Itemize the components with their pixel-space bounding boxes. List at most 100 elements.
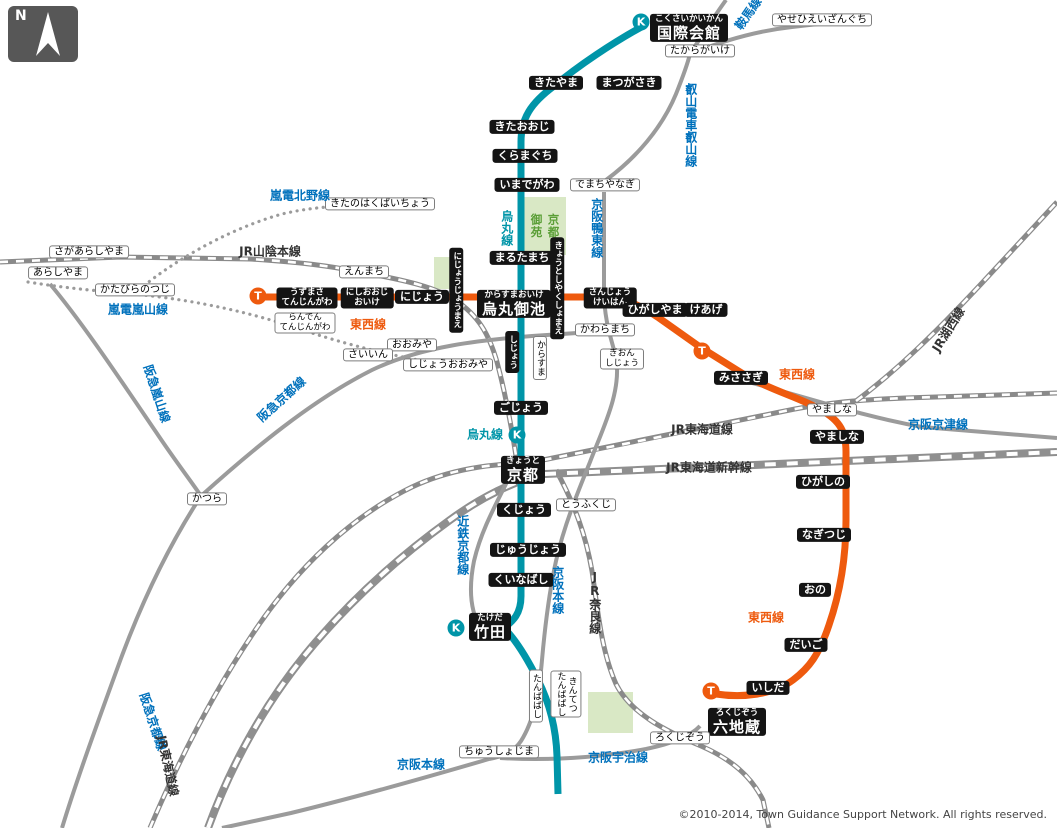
copyright-text: ©2010-2014, Town Guidance Support Networ… [678,808,1048,821]
karasuma-line-badge: K [508,426,526,444]
station-label[interactable]: まつがさき [596,75,662,91]
station-label[interactable]: ひがしやま [622,302,688,318]
station-label[interactable]: けあげ [684,302,728,318]
randen-arashiyama-line [26,280,443,366]
station-label[interactable]: にじょうじょうまえ [449,247,463,333]
line-name-label: JR東海道新幹線 [666,460,752,475]
station-label[interactable]: たんばばし [528,669,544,723]
karasuma-line-badge: K [632,13,650,31]
compass-north-letter: N [15,8,27,24]
jr-kosei-line-dash [855,201,1057,403]
station-label[interactable]: やましな [810,429,864,445]
tozai-subway-line [262,293,850,700]
station-label[interactable]: あらしやま [28,266,88,280]
station-label[interactable]: きょうと京都 [500,455,546,485]
station-label[interactable]: きたやま [529,75,583,91]
station-label[interactable]: こくさいかいかん国際会館 [649,13,729,43]
station-label[interactable]: ごじょう [494,400,548,416]
station-label[interactable]: からすま [532,336,548,380]
karasuma-subway-line [500,21,647,795]
station-label[interactable]: いまでがわ [494,177,560,193]
station-label[interactable]: うずまさてんじんがわ [276,287,338,309]
line-name-label: 近鉄京都線 [455,515,470,575]
station-label[interactable]: おの [799,582,831,598]
line-name-label: 鞍馬線 [732,0,765,33]
park-area [434,257,451,289]
compass: N [8,6,78,62]
station-label[interactable]: さがあらしやま [49,245,129,259]
station-label[interactable]: だいご [784,637,828,653]
line-name-label: 東西線 [747,610,785,625]
line-name-label: 京阪鴨東線 [589,198,604,258]
jr-shinkansen-line-east-dash [544,450,1057,476]
station-label[interactable]: かつら [187,492,227,506]
station-label[interactable]: なぎつじ [797,527,851,543]
station-label[interactable]: とうふくじ [556,498,616,512]
station-label[interactable]: きたのはくばいちょう [325,197,435,211]
station-label[interactable]: くいなばし [488,572,554,588]
line-name-label: JR奈良線 [587,570,602,634]
karasuma-line-badge: K [447,619,465,637]
station-label[interactable]: にじょう [395,289,449,305]
station-label[interactable]: くらまぐち [492,148,558,164]
kintetsu-kyoto-line [468,471,514,631]
station-label[interactable]: ろくじぞう六地蔵 [707,707,767,737]
line-name-label: JR山陰本線 [239,244,301,259]
station-label[interactable]: きたおおじ [489,119,555,135]
station-label[interactable]: しじょうおおみや [403,358,493,372]
station-label[interactable]: くじょう [497,502,551,518]
station-label[interactable]: たからがいけ [665,44,735,58]
station-label[interactable]: でまちやなぎ [570,178,640,192]
line-name-label: 嵐電北野線 [269,188,331,203]
line-name-label: 叡山電車叡山線 [683,83,698,167]
line-name-label: 阪急嵐山線 [140,363,173,425]
line-name-label: 京阪京津線 [907,417,969,432]
line-name-label: 京阪本線 [550,566,565,614]
jr-shinkansen-line-west-dash [206,472,546,828]
station-label[interactable]: かわらまち [575,323,635,337]
line-name-label: 東西線 [349,317,387,332]
station-label[interactable]: やせひえいざんぐち [772,13,872,27]
station-label[interactable]: えんまち [339,265,389,279]
station-label[interactable]: いしだ [746,680,790,696]
station-label[interactable]: からすまおいけ烏丸御池 [476,289,552,319]
line-name-label: JR東海道線 [671,422,733,437]
tozai-line-badge: T [702,682,720,700]
line-name-label: 嵐電嵐山線 [107,302,169,317]
tozai-line-badge: T [249,287,267,305]
station-label[interactable]: みささぎ [714,370,768,386]
station-label[interactable]: らんでんてんじんがわ [274,312,336,334]
keihan-main-line-south [221,757,490,828]
hankyu-arashiyama-line [48,282,203,498]
station-label[interactable]: きょうとしやくしょまえ [550,237,564,339]
line-name-label: 京阪宇治線 [587,750,649,765]
tozai-line-badge: T [693,342,711,360]
station-label[interactable]: おおみや [387,338,437,352]
line-name-label: JR東海道線 [154,734,181,798]
park-area: 京都御苑 [524,197,566,255]
station-label[interactable]: しじょう [505,331,519,373]
station-label[interactable]: ろくじぞう [650,731,710,745]
jr-nara-line [553,468,772,828]
station-label[interactable]: さいいん [343,348,393,362]
station-label[interactable]: きんてつたんばばし [550,670,582,718]
station-label[interactable]: ちゅうしょじま [459,745,539,759]
line-name-label: 京阪本線 [396,757,446,772]
station-label[interactable]: かたびらのつじ [95,283,175,297]
jr-tokaido-line-west-dash [148,461,529,828]
station-label[interactable]: ぎおんしじょう [599,348,645,370]
hankyu-kyoto-line-south [60,494,203,828]
line-name-label: 烏丸線 [466,427,504,442]
line-name-label: JR湖西線 [929,304,968,355]
station-label[interactable]: たけだ竹田 [468,612,512,642]
station-label[interactable]: まるたまち [489,250,555,266]
station-label[interactable]: にしおおじおいけ [340,287,394,309]
station-label[interactable]: やましな [807,403,857,417]
station-label[interactable]: ひがしの [796,474,850,490]
eizan-line [604,53,692,182]
compass-needle-icon [36,12,60,56]
station-label[interactable]: じゅうじょう [490,542,566,558]
